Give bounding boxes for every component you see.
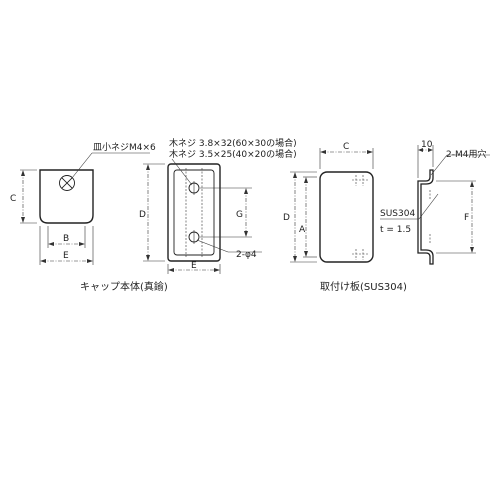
plate-outline [319,171,374,263]
dim-d2-label: D [283,213,290,223]
plate-caption: 取付け板(SUS304) [320,280,407,293]
dim-e2-label: E [191,261,197,271]
mount-hole-lower [188,230,200,244]
screw-callout-leader [71,152,93,179]
dim-c-label: C [10,194,16,204]
plate-hole-leader [430,154,448,176]
thickness-label: t = 1.5 [380,225,411,235]
dim-b-label: B [63,234,69,244]
plate-hole-note: 2-M4用穴 [446,148,486,160]
dim-e-label: E [63,251,69,261]
dim-10-label: 10 [421,140,433,150]
dim-g-label: G [236,210,243,220]
dim-d-label: D [139,210,146,220]
hole-note: 2-φ4 [236,250,257,260]
mount-hole-upper [188,181,200,195]
plate-side-view: C D A [283,142,374,263]
plate-profile-view: 10 2-M4用穴 SUS304 t = 1.5 F [380,140,490,265]
wood-screw-callout-2: 木ネジ 3.5×25(40×20の場合) [169,148,297,160]
cap-view: 皿小ネジM4×6 C B E [10,142,156,265]
screw-callout: 皿小ネジM4×6 [93,142,156,153]
plate-profile [417,169,434,265]
countersunk-screw-symbol [59,175,75,191]
wood-screw-leader [171,158,193,186]
dim-c2-label: C [343,142,349,152]
body-inner [173,169,215,256]
body-view: 木ネジ 3.8×32(60×30の場合) 木ネジ 3.5×25(40×20の場合… [139,137,297,274]
cap-caption: キャップ本体(真鍮) [80,280,168,293]
dim-f-label: F [464,213,469,223]
wood-screw-callout-1: 木ネジ 3.8×32(60×30の場合) [169,137,297,149]
hole-note-leader [196,239,229,253]
body-outer [167,163,221,262]
material-label: SUS304 [380,209,415,219]
dim-a-label: A [299,225,306,235]
cap-outline [39,169,94,224]
